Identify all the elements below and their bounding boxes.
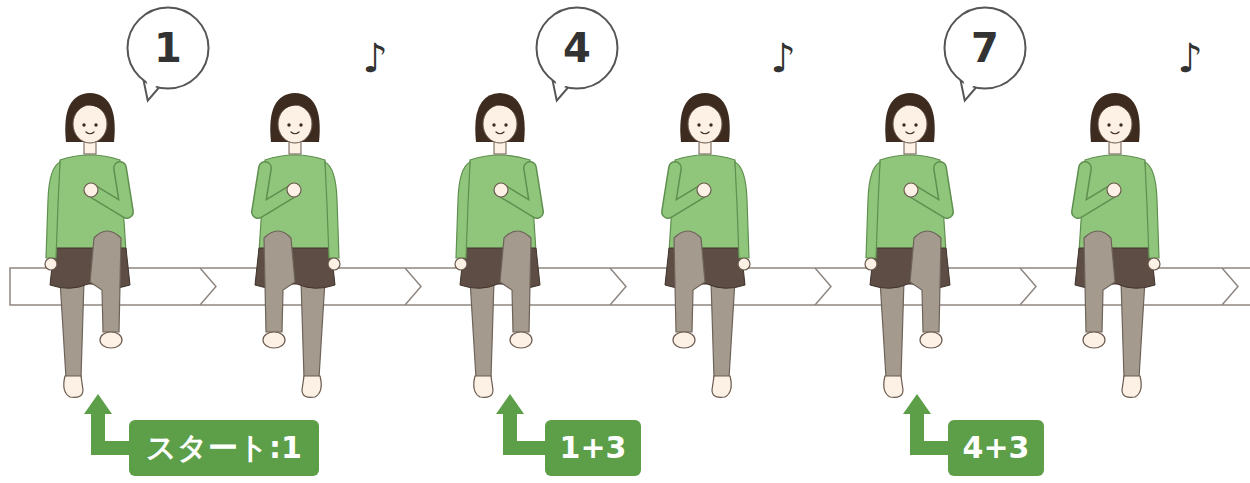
- arrow-head: [903, 394, 931, 414]
- bubble-joint: [145, 75, 160, 94]
- chevron: [1222, 268, 1238, 305]
- speech-bubble: 4: [535, 6, 619, 90]
- chevron: [610, 268, 626, 305]
- chevron: [1020, 268, 1036, 305]
- seated-figure: [255, 93, 340, 397]
- seated-figure: [45, 93, 130, 397]
- count-tag: スタート:1: [129, 420, 319, 476]
- bubble-joint: [962, 75, 977, 94]
- chevron: [200, 268, 216, 305]
- seated-figure: [455, 93, 540, 397]
- bubble-circle: [128, 8, 209, 89]
- arrow-head: [84, 394, 112, 414]
- speech-bubble: 1: [126, 6, 210, 90]
- count-tag: 1+3: [545, 420, 641, 476]
- count-formula: 4+3: [963, 433, 1030, 463]
- bench-band: [10, 268, 1250, 305]
- music-note: ♪: [1177, 38, 1203, 78]
- speech-bubble: 7: [943, 6, 1027, 90]
- chevron: [405, 268, 421, 305]
- arrow-head: [496, 394, 524, 414]
- seated-figure: [865, 93, 950, 397]
- seated-figure: [665, 93, 750, 397]
- chevron: [815, 268, 831, 305]
- music-note: ♪: [770, 38, 796, 78]
- count-formula: スタート:1: [146, 433, 302, 463]
- bubble-circle: [945, 8, 1026, 89]
- seated-figure: [1075, 93, 1160, 397]
- count-tag: 4+3: [948, 420, 1044, 476]
- bubble-joint: [554, 75, 569, 94]
- count-number: 1: [154, 28, 182, 68]
- music-note: ♪: [362, 38, 388, 78]
- bubble-circle: [537, 8, 618, 89]
- count-number: 4: [563, 28, 591, 68]
- count-formula: 1+3: [560, 433, 627, 463]
- count-number: 7: [971, 28, 999, 68]
- band: [10, 268, 1250, 305]
